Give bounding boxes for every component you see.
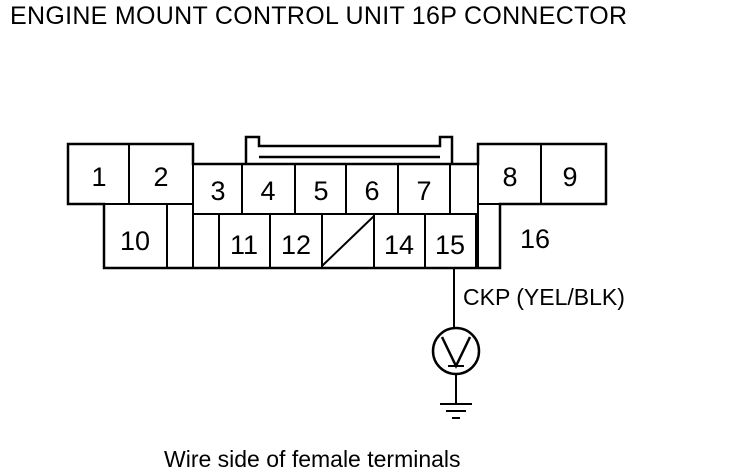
- page-title: ENGINE MOUNT CONTROL UNIT 16P CONNECTOR: [10, 2, 628, 30]
- lock-tab: [244, 135, 454, 164]
- terminal-9: 9: [562, 162, 577, 192]
- wire-label: CKP (YEL/BLK): [463, 284, 625, 310]
- terminal-5: 5: [313, 176, 328, 206]
- ground-icon: [440, 374, 472, 419]
- terminal-1: 1: [91, 162, 106, 192]
- terminal-15: 15: [435, 230, 465, 260]
- terminal-14: 14: [384, 230, 414, 260]
- terminal-11: 11: [230, 230, 258, 260]
- voltmeter-icon: [431, 326, 481, 376]
- terminal-6: 6: [364, 176, 379, 206]
- terminal-7: 7: [416, 176, 431, 206]
- terminal-16: 16: [520, 224, 550, 254]
- terminal-10: 10: [120, 226, 150, 256]
- terminal-12: 12: [281, 230, 311, 260]
- terminal-8: 8: [502, 162, 517, 192]
- terminal-2: 2: [153, 162, 168, 192]
- diagram-caption: Wire side of female terminals: [164, 446, 461, 472]
- terminal-3: 3: [210, 176, 225, 206]
- empty-cavity-mark: [321, 215, 375, 267]
- terminal-4: 4: [260, 176, 275, 206]
